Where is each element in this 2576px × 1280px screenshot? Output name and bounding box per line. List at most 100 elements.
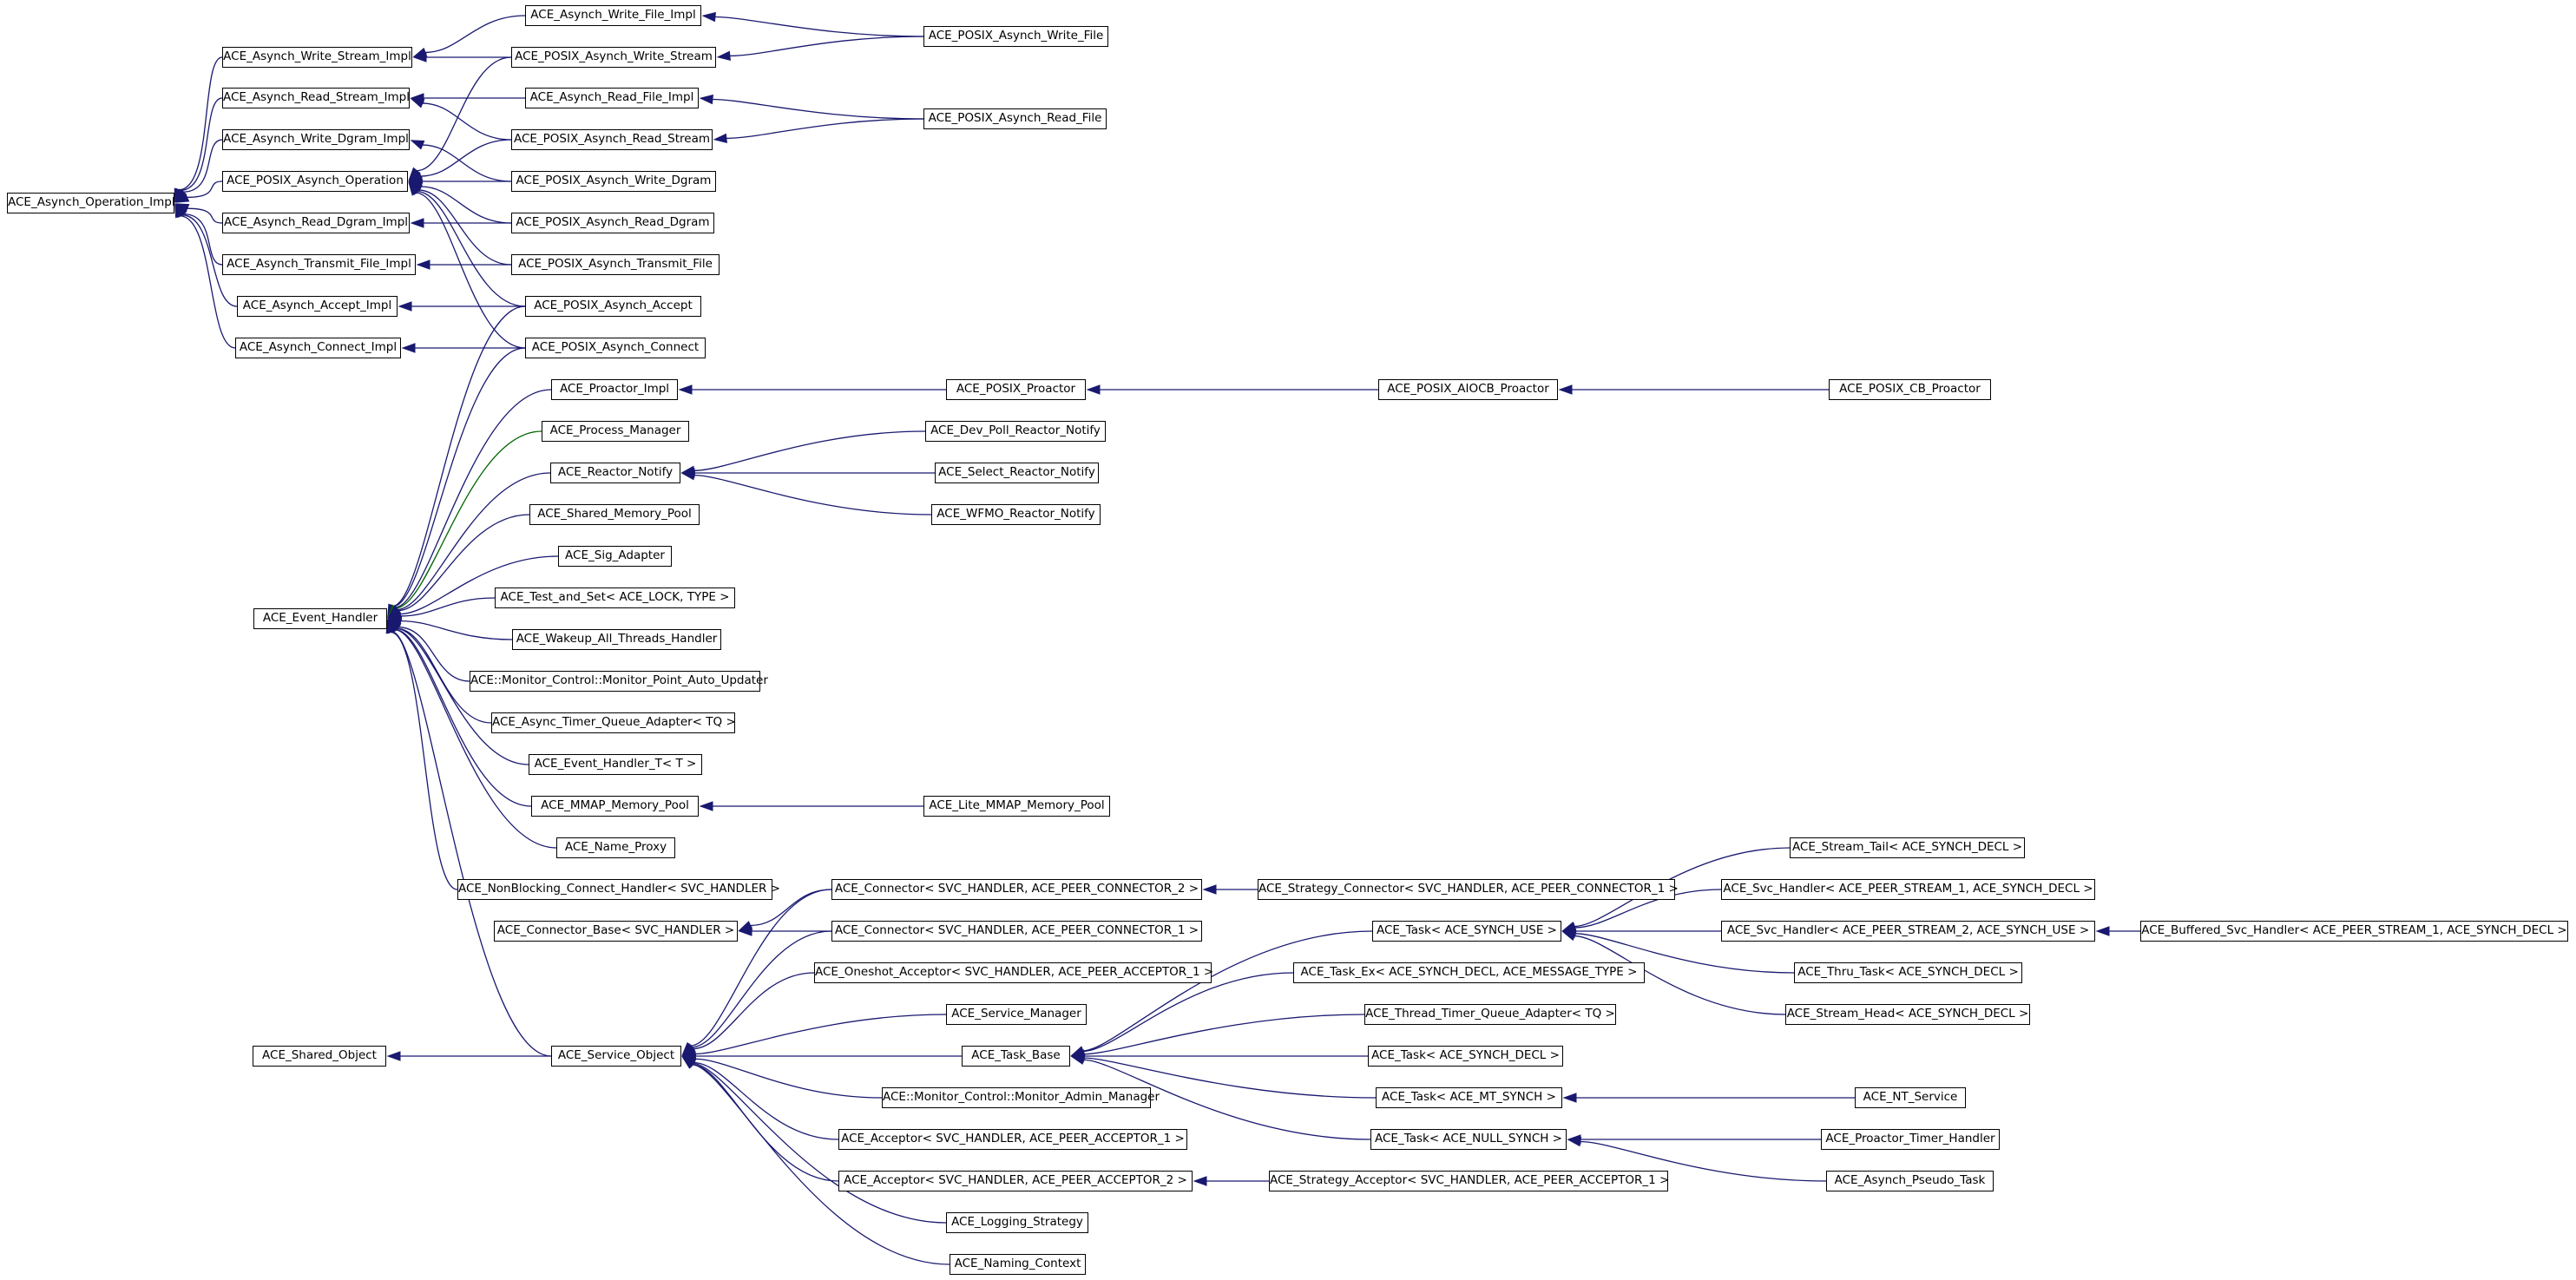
inheritance-edge — [694, 1058, 883, 1099]
inheritance-edge — [694, 1014, 947, 1055]
class-node-asynch-write-file-impl[interactable]: ACE_Asynch_Write_File_Impl — [525, 5, 701, 26]
class-node-naming-context[interactable]: ACE_Naming_Context — [950, 1254, 1086, 1275]
inheritance-arrowhead — [410, 140, 425, 150]
inheritance-arrowhead — [1202, 884, 1217, 895]
class-node-asynch-read-dgram-impl[interactable]: ACE_Asynch_Read_Dgram_Impl — [222, 213, 410, 233]
inheritance-edge — [395, 629, 532, 807]
class-node-connector1[interactable]: ACE_Connector< SVC_HANDLER, ACE_PEER_CON… — [831, 921, 1202, 942]
class-node-task-synch-decl[interactable]: ACE_Task< ACE_SYNCH_DECL > — [1368, 1046, 1563, 1067]
inheritance-edge — [178, 56, 223, 191]
inheritance-edge — [417, 191, 526, 307]
class-node-strategy-acceptor[interactable]: ACE_Strategy_Acceptor< SVC_HANDLER, ACE_… — [1269, 1171, 1669, 1191]
class-node-posix-cb-proactor[interactable]: ACE_POSIX_CB_Proactor — [1829, 379, 1991, 400]
class-node-mmap-memory-pool[interactable]: ACE_MMAP_Memory_Pool — [531, 796, 699, 817]
class-node-stream-head[interactable]: ACE_Stream_Head< ACE_SYNCH_DECL > — [1785, 1004, 2030, 1025]
class-node-posix-asynch-transmit-file[interactable]: ACE_POSIX_Asynch_Transmit_File — [511, 254, 720, 275]
class-node-stream-tail[interactable]: ACE_Stream_Tail< ACE_SYNCH_DECL > — [1790, 837, 2025, 858]
inheritance-arrowhead — [416, 259, 430, 270]
class-node-posix-proactor[interactable]: ACE_POSIX_Proactor — [946, 379, 1086, 400]
class-node-proactor-timer-handler[interactable]: ACE_Proactor_Timer_Handler — [1821, 1129, 2000, 1150]
class-node-acceptor2[interactable]: ACE_Acceptor< SVC_HANDLER, ACE_PEER_ACCE… — [838, 1171, 1193, 1191]
inheritance-arrowhead — [716, 50, 731, 62]
inheritance-edge — [392, 305, 526, 607]
inheritance-edge — [397, 472, 551, 610]
inheritance-edge — [420, 186, 512, 224]
class-node-asynch-pseudo-task[interactable]: ACE_Asynch_Pseudo_Task — [1826, 1171, 1994, 1191]
class-node-posix-asynch-read-dgram[interactable]: ACE_POSIX_Asynch_Read_Dgram — [511, 213, 714, 233]
class-node-process-manager[interactable]: ACE_Process_Manager — [542, 421, 689, 442]
inheritance-edge — [690, 889, 832, 1047]
class-node-asynch-op-impl[interactable]: ACE_Asynch_Operation_Impl — [7, 193, 175, 213]
inheritance-edge — [1574, 933, 1795, 974]
class-node-posix-asynch-accept[interactable]: ACE_POSIX_Asynch_Accept — [525, 296, 701, 317]
class-node-connector-base[interactable]: ACE_Connector_Base< SVC_HANDLER > — [494, 921, 738, 942]
class-node-event-handler-t[interactable]: ACE_Event_Handler_T< T > — [529, 754, 702, 775]
class-node-posix-asynch-connect[interactable]: ACE_POSIX_Asynch_Connect — [525, 338, 706, 358]
class-node-posix-asynch-read-file[interactable]: ACE_POSIX_Asynch_Read_File — [923, 108, 1107, 129]
class-node-svc-handler1[interactable]: ACE_Svc_Handler< ACE_PEER_STREAM_1, ACE_… — [1721, 879, 2095, 900]
class-node-posix-asynch-write-stream[interactable]: ACE_POSIX_Asynch_Write_Stream — [511, 47, 716, 68]
class-node-proactor-impl[interactable]: ACE_Proactor_Impl — [551, 379, 678, 400]
class-node-connector2[interactable]: ACE_Connector< SVC_HANDLER, ACE_PEER_CON… — [831, 879, 1202, 900]
class-node-lite-mmap-memory-pool[interactable]: ACE_Lite_MMAP_Memory_Pool — [923, 796, 1110, 817]
class-node-asynch-write-stream-impl[interactable]: ACE_Asynch_Write_Stream_Impl — [222, 47, 412, 68]
class-node-reactor-notify[interactable]: ACE_Reactor_Notify — [550, 463, 680, 483]
class-node-asynch-read-file-impl[interactable]: ACE_Asynch_Read_File_Impl — [525, 88, 699, 108]
inheritance-arrowhead — [386, 1051, 401, 1061]
class-node-task-base[interactable]: ACE_Task_Base — [962, 1046, 1070, 1067]
inheritance-edge — [422, 102, 512, 141]
inheritance-edge — [391, 631, 552, 1057]
inheritance-arrowhead — [412, 52, 427, 62]
class-node-event-handler[interactable]: ACE_Event_Handler — [253, 608, 387, 629]
class-node-thru-task[interactable]: ACE_Thru_Task< ACE_SYNCH_DECL > — [1794, 962, 2022, 983]
inheritance-edge — [712, 98, 924, 120]
class-node-wakeup-all-threads[interactable]: ACE_Wakeup_All_Threads_Handler — [512, 629, 721, 650]
class-node-strategy-connector[interactable]: ACE_Strategy_Connector< SVC_HANDLER, ACE… — [1258, 879, 1679, 900]
class-node-non-blocking-connect-handler[interactable]: ACE_NonBlocking_Connect_Handler< SVC_HAN… — [457, 879, 780, 900]
inheritance-edge — [1083, 1057, 1377, 1099]
class-node-posix-asynch-write-dgram[interactable]: ACE_POSIX_Asynch_Write_Dgram — [511, 171, 716, 192]
inheritance-arrowhead — [713, 133, 727, 144]
class-node-wfmo-reactor-notify[interactable]: ACE_WFMO_Reactor_Notify — [931, 504, 1101, 525]
class-node-task-ex[interactable]: ACE_Task_Ex< ACE_SYNCH_DECL, ACE_MESSAGE… — [1293, 962, 1645, 983]
class-node-logging-strategy[interactable]: ACE_Logging_Strategy — [946, 1212, 1088, 1233]
class-node-select-reactor-notify[interactable]: ACE_Select_Reactor_Notify — [935, 463, 1099, 483]
class-node-shared-object[interactable]: ACE_Shared_Object — [253, 1046, 386, 1067]
class-node-name-proxy[interactable]: ACE_Name_Proxy — [556, 837, 675, 858]
class-node-async-timer-queue-adapter[interactable]: ACE_Async_Timer_Queue_Adapter< TQ > — [491, 712, 736, 733]
class-node-asynch-transmit-file-impl[interactable]: ACE_Asynch_Transmit_File_Impl — [222, 254, 416, 275]
class-node-asynch-read-stream-impl[interactable]: ACE_Asynch_Read_Stream_Impl — [222, 88, 410, 108]
class-node-posix-asynch-read-stream[interactable]: ACE_POSIX_Asynch_Read_Stream — [511, 129, 713, 150]
class-node-asynch-write-dgram-impl[interactable]: ACE_Asynch_Write_Dgram_Impl — [222, 129, 410, 150]
class-node-task-synch-use[interactable]: ACE_Task< ACE_SYNCH_USE > — [1372, 921, 1561, 942]
class-node-posix-asynch-write-file[interactable]: ACE_POSIX_Asynch_Write_File — [923, 26, 1108, 47]
class-node-dev-poll-reactor-notify[interactable]: ACE_Dev_Poll_Reactor_Notify — [925, 421, 1106, 442]
inheritance-edge — [693, 1061, 839, 1140]
class-node-sig-adapter[interactable]: ACE_Sig_Adapter — [558, 546, 672, 567]
class-node-monitor-admin-manager[interactable]: ACE::Monitor_Control::Monitor_Admin_Mana… — [882, 1087, 1160, 1108]
class-node-posix-aiocb-proactor[interactable]: ACE_POSIX_AIOCB_Proactor — [1378, 379, 1558, 400]
class-node-service-object[interactable]: ACE_Service_Object — [551, 1046, 681, 1067]
class-node-task-mt-synch[interactable]: ACE_Task< ACE_MT_SYNCH > — [1376, 1087, 1562, 1108]
inheritance-edge — [400, 620, 513, 640]
class-node-acceptor1[interactable]: ACE_Acceptor< SVC_HANDLER, ACE_PEER_ACCE… — [838, 1129, 1187, 1150]
class-node-asynch-connect-impl[interactable]: ACE_Asynch_Connect_Impl — [235, 338, 401, 358]
class-node-asynch-accept-impl[interactable]: ACE_Asynch_Accept_Impl — [237, 296, 398, 317]
class-node-service-manager[interactable]: ACE_Service_Manager — [946, 1004, 1087, 1025]
inheritance-edge — [1574, 935, 1786, 1015]
class-node-shared-memory-pool[interactable]: ACE_Shared_Memory_Pool — [529, 504, 700, 525]
class-node-svc-handler2[interactable]: ACE_Svc_Handler< ACE_PEER_STREAM_2, ACE_… — [1721, 921, 2095, 942]
inheritance-arrowhead — [1086, 384, 1101, 395]
class-node-buffered-svc-handler[interactable]: ACE_Buffered_Svc_Handler< ACE_PEER_STREA… — [2140, 921, 2568, 942]
inheritance-edge — [398, 514, 530, 612]
class-node-oneshot-acceptor[interactable]: ACE_Oneshot_Acceptor< SVC_HANDLER, ACE_P… — [814, 962, 1213, 983]
class-node-nt-service[interactable]: ACE_NT_Service — [1855, 1087, 1966, 1108]
class-node-task-null-synch[interactable]: ACE_Task< ACE_NULL_SYNCH > — [1370, 1129, 1567, 1150]
class-node-posix-asynch-op[interactable]: ACE_POSIX_Asynch_Operation — [222, 171, 408, 192]
class-node-thread-timer-queue-adapter[interactable]: ACE_Thread_Timer_Queue_Adapter< TQ > — [1364, 1004, 1616, 1025]
class-node-test-and-set[interactable]: ACE_Test_and_Set< ACE_LOCK, TYPE > — [495, 587, 735, 608]
class-node-monitor-point-auto-updater[interactable]: ACE::Monitor_Control::Monitor_Point_Auto… — [470, 671, 768, 692]
inheritance-edge — [187, 181, 223, 199]
inheritance-arrowhead — [1558, 384, 1573, 395]
